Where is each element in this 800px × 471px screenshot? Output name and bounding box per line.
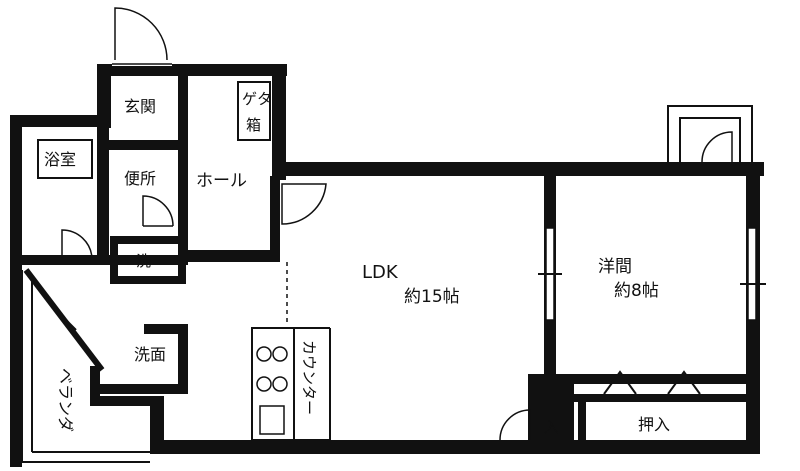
room-label-western: 洋間 <box>598 257 632 277</box>
room-label-balcony: ベランダ <box>56 368 75 432</box>
room-label-shoe-box-2: 箱 <box>246 116 261 134</box>
room-label-entrance: 玄関 <box>124 97 156 116</box>
room-labels: 玄関 ゲタ 箱 浴室 便所 ホール 洗 洗面 ベランダ LDK 約15帖 洋間 … <box>44 90 670 436</box>
windows <box>61 105 766 331</box>
room-label-washroom: 洗面 <box>134 345 166 364</box>
label-counter: カウンター <box>300 340 318 415</box>
room-label-closet: 押入 <box>638 415 670 434</box>
room-label-ldk-size: 約15帖 <box>404 287 460 307</box>
room-label-toilet: 便所 <box>124 169 156 188</box>
kitchen-counter <box>251 262 331 441</box>
room-label-hall: ホール <box>196 171 247 191</box>
doors <box>61 7 733 441</box>
balcony-outline <box>21 268 150 463</box>
room-label-bathroom: 浴室 <box>44 150 76 169</box>
interior-walls <box>10 64 758 444</box>
room-label-western-size: 約8帖 <box>614 281 659 301</box>
room-label-closet-small: 入 <box>544 418 559 436</box>
room-label-ldk: LDK <box>362 262 399 283</box>
room-label-laundry: 洗 <box>136 252 151 270</box>
room-label-shoe-box: ゲタ <box>242 90 272 108</box>
